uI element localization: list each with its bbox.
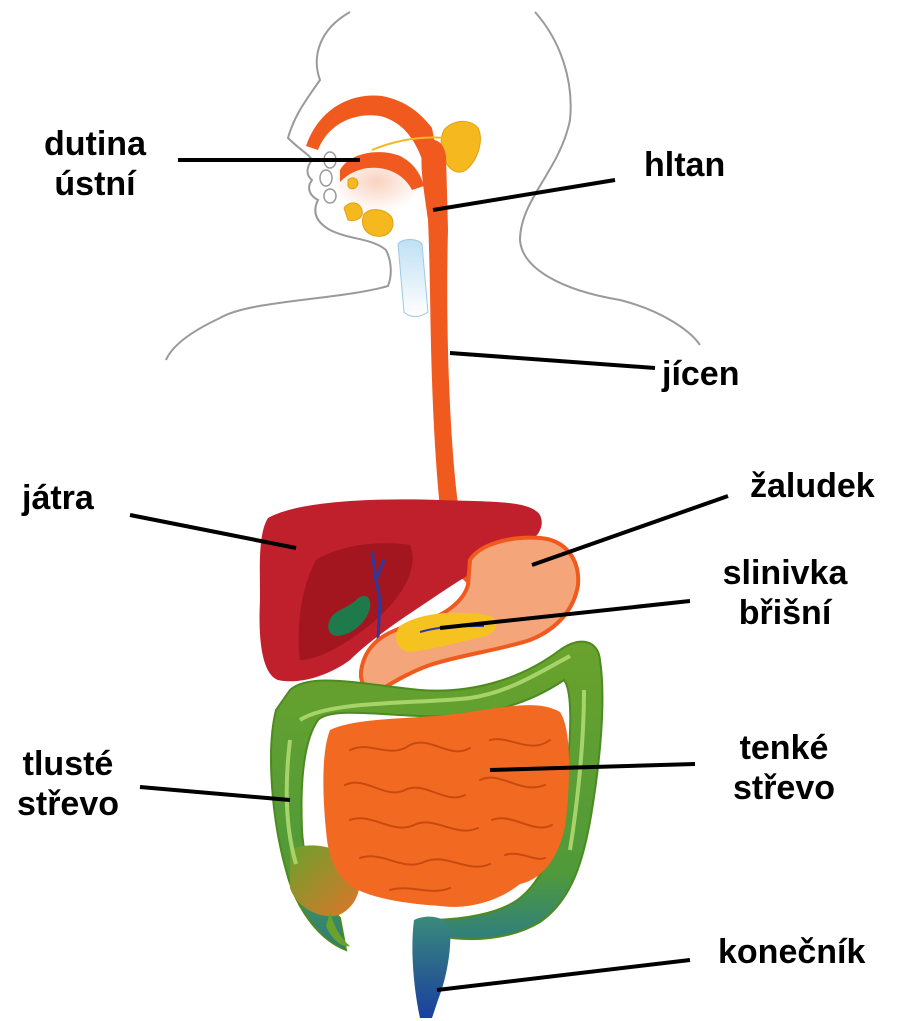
leader-rectum (437, 960, 690, 990)
label-pancreas-line1: slinivka (705, 553, 865, 593)
label-large-intestine-line1: tlusté (4, 744, 132, 784)
label-mouth-line2: ústní (28, 164, 162, 204)
small-intestine (323, 705, 569, 907)
label-small-intestine-line2: střevo (710, 768, 858, 808)
trachea (398, 240, 428, 317)
label-liver: játra (22, 478, 94, 518)
label-rectum: konečník (718, 932, 865, 972)
rectum (412, 917, 450, 1018)
leader-large-intestine (140, 787, 290, 800)
label-stomach: žaludek (750, 466, 875, 506)
leader-stomach (532, 496, 728, 565)
leader-pharynx (433, 180, 615, 210)
label-mouth: dutina ústní (28, 124, 162, 204)
label-mouth-line1: dutina (28, 124, 162, 164)
leader-esophagus (450, 353, 655, 368)
label-pharynx: hltan (644, 145, 725, 185)
label-pancreas-line2: břišní (705, 593, 865, 633)
label-small-intestine: tenké střevo (710, 728, 858, 808)
label-large-intestine: tlusté střevo (4, 744, 132, 824)
label-small-intestine-line1: tenké (710, 728, 858, 768)
label-esophagus: jícen (662, 354, 739, 394)
label-large-intestine-line2: střevo (4, 784, 132, 824)
label-pancreas: slinivka břišní (705, 553, 865, 633)
